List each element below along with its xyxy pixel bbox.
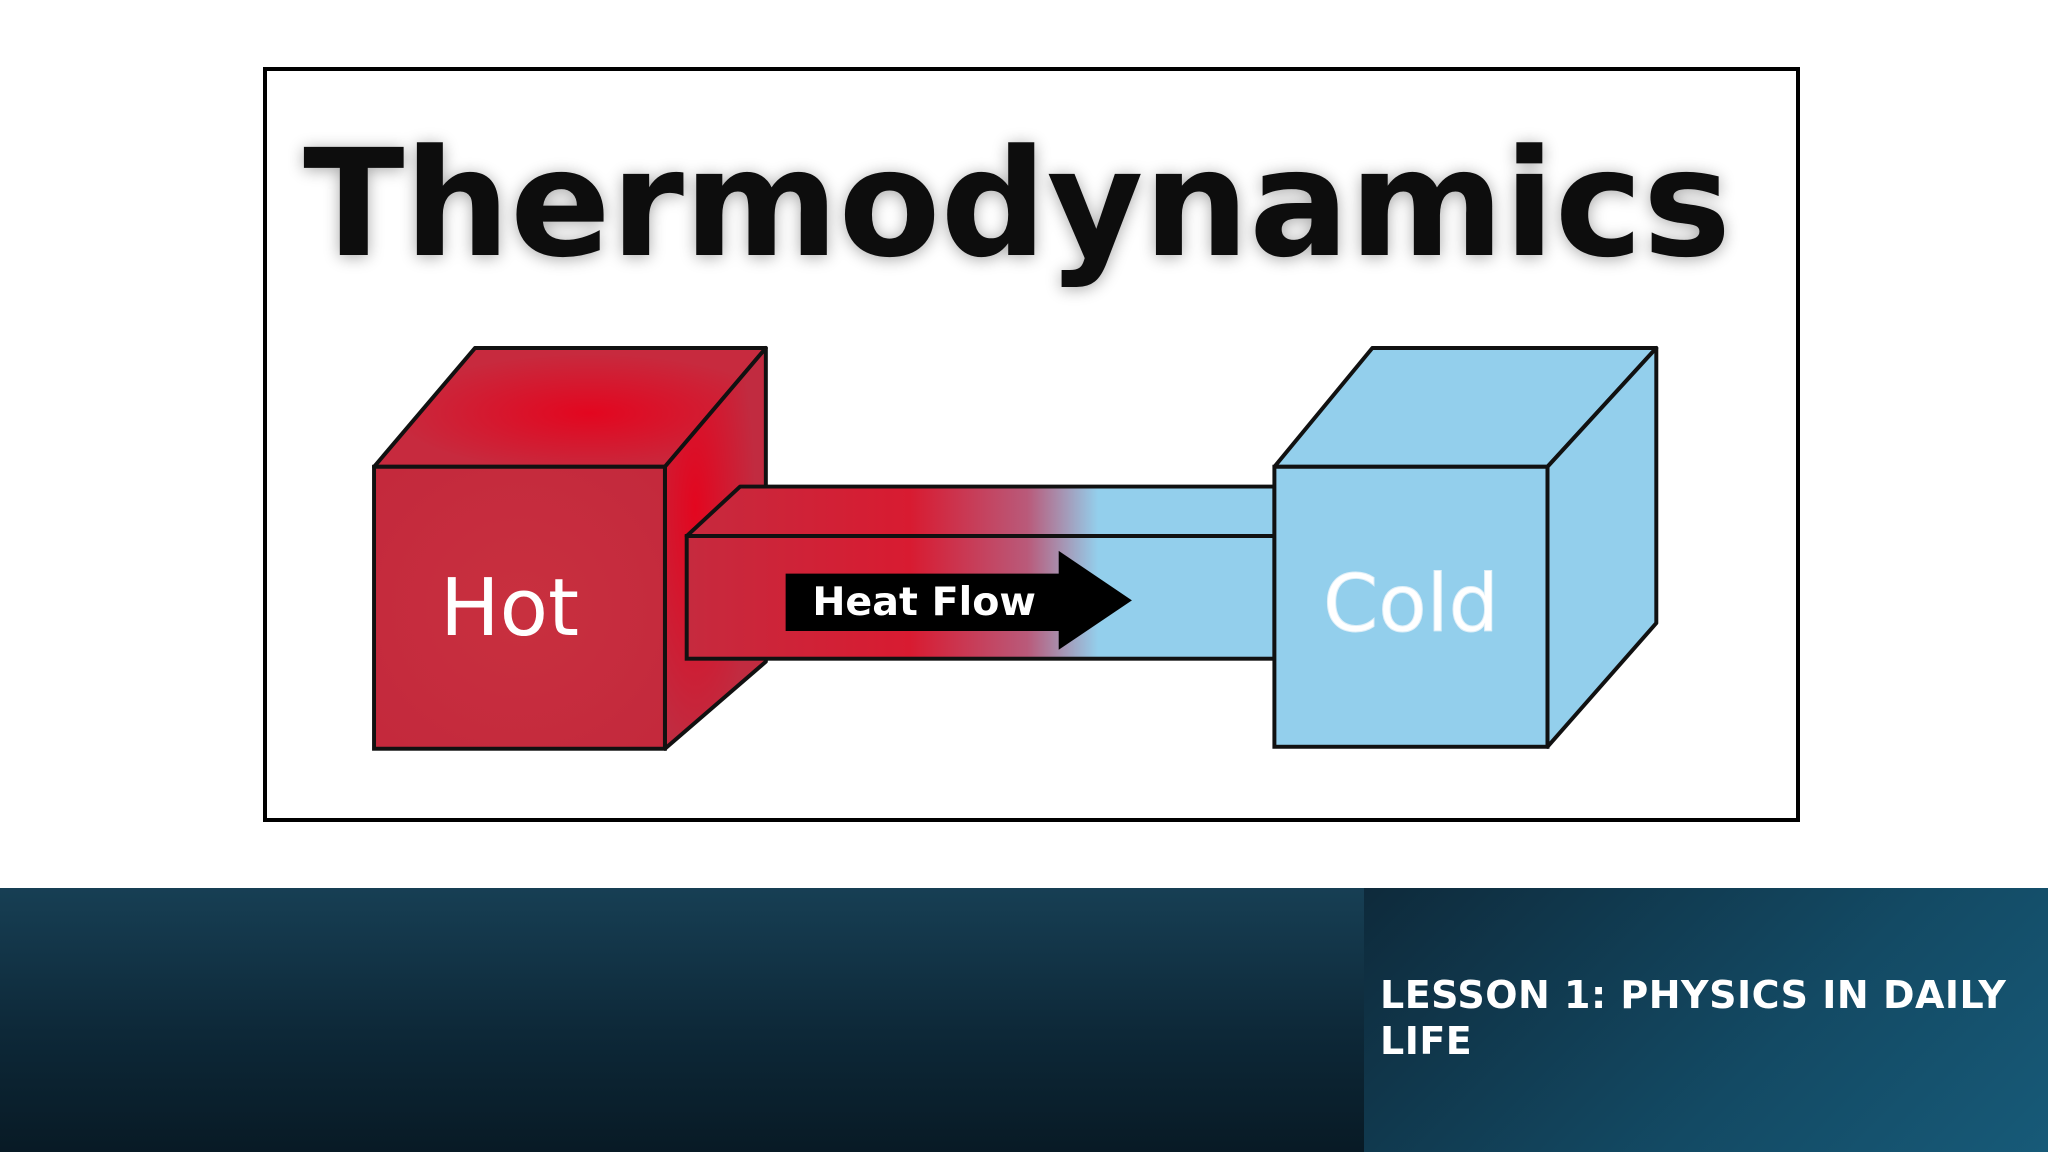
arrow-shape [785,550,1132,650]
heat-bar [684,484,1277,661]
heat-flow-arrow: Heat Flow [785,550,1132,650]
heat-bar-top [684,484,1277,538]
thermodynamics-diagram: Thermodynamics Hot Heat Flow [303,118,1731,751]
cold-cube-front [1272,464,1550,749]
cold-label: Cold [1323,558,1499,650]
footer-right-panel [1364,888,2048,1152]
thermodynamics-figure: Thermodynamics Hot Heat Flow [263,67,1800,822]
footer-band [0,888,2048,1152]
diagram-title: Thermodynamics [303,118,1731,291]
footer-left-panel [0,888,1364,1152]
hot-cube-front [372,464,667,751]
heat-flow-label: Heat Flow [812,579,1036,625]
hot-label: Hot [440,562,579,654]
cold-cube: Cold [1272,346,1659,749]
heat-bar-front [684,534,1277,661]
lesson-title: LESSON 1: PHYSICS IN DAILY LIFE [1380,973,2007,1063]
